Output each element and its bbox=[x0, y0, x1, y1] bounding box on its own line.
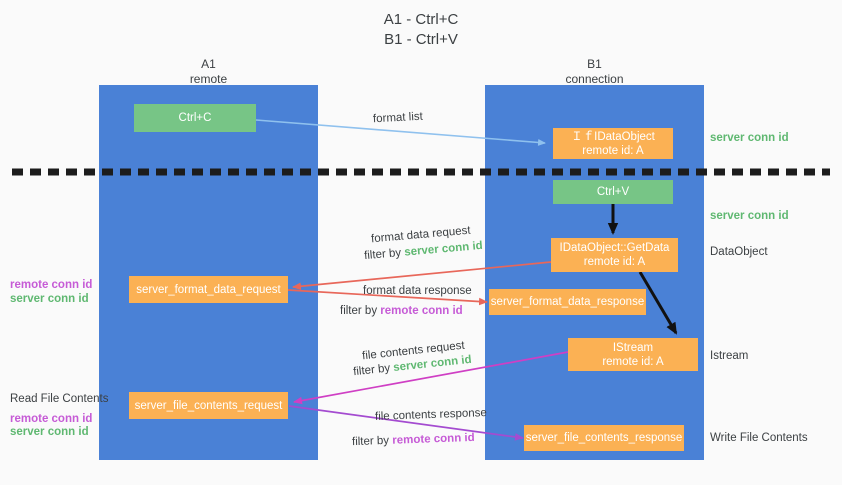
label-right-write-file-contents: Write File Contents bbox=[710, 432, 808, 444]
box-server-format-data-request[interactable]: server_format_data_request bbox=[129, 276, 288, 303]
arrow-getdata-to-istream bbox=[638, 271, 678, 335]
label-left-read-file-contents: Read File Contents bbox=[10, 393, 109, 405]
title-line-1: A1 - Ctrl+C bbox=[383, 11, 459, 28]
remote-conn-id-token-1: remote conn id bbox=[380, 305, 463, 317]
column-header-b1: B1 connection bbox=[485, 57, 704, 87]
label-right-dataobject: DataObject bbox=[710, 246, 768, 258]
label-right-server-conn-id-mid: server conn id bbox=[710, 210, 789, 222]
label-right-server-conn-id-top: server conn id bbox=[710, 132, 789, 144]
filter-by-label-3: filter by bbox=[352, 362, 391, 379]
box-server-file-contents-request[interactable]: server_file_contents_request bbox=[129, 392, 288, 419]
label-left-server-conn-id-1: server conn id bbox=[10, 293, 89, 305]
box-idataobject-getdata[interactable]: IDataObject::GetData remote id: A bbox=[551, 238, 678, 272]
arrow-file-contents-request bbox=[293, 351, 569, 405]
diagram-title: A1 - Ctrl+C B1 - Ctrl+V bbox=[0, 10, 842, 50]
box-ctrl-c[interactable]: Ctrl+C bbox=[134, 104, 256, 132]
box-ctrl-v[interactable]: Ctrl+V bbox=[553, 180, 673, 204]
column-a1-sub: remote bbox=[189, 72, 228, 86]
box-idataobject[interactable]: ＩｆIDataObject remote id: A bbox=[553, 128, 673, 159]
filter-by-label-2: filter by bbox=[340, 305, 378, 317]
arrow-file-contents-response bbox=[288, 405, 524, 441]
column-a1-name: A1 bbox=[201, 57, 216, 71]
arrow-format-data-request bbox=[292, 261, 552, 291]
filter-by-label-1: filter by bbox=[363, 246, 402, 263]
edge-label-format-list: format list bbox=[372, 110, 424, 126]
remote-conn-id-token-2: remote conn id bbox=[392, 431, 475, 447]
arrow-format-data-response bbox=[287, 289, 488, 306]
edge-label-format-data-response-filter: filter by remote conn id bbox=[340, 304, 463, 319]
box-server-format-data-response[interactable]: server_format_data_response bbox=[489, 289, 646, 315]
column-header-a1: A1 remote bbox=[99, 57, 318, 87]
column-b1-sub: connection bbox=[565, 72, 624, 86]
label-left-remote-conn-id-2: remote conn id bbox=[10, 413, 93, 425]
filter-by-label-4: filter by bbox=[351, 434, 390, 449]
arrow-format-list bbox=[255, 119, 546, 146]
box-server-file-contents-response[interactable]: server_file_contents_response bbox=[524, 425, 684, 451]
edge-label-format-data-response: format data response bbox=[363, 285, 472, 297]
label-left-server-conn-id-2: server conn id bbox=[10, 426, 89, 438]
label-left-remote-conn-id-1: remote conn id bbox=[10, 279, 93, 291]
column-b1-name: B1 bbox=[587, 57, 602, 71]
box-istream[interactable]: IStream remote id: A bbox=[568, 338, 698, 371]
label-right-istream: Istream bbox=[710, 350, 749, 362]
title-line-2: B1 - Ctrl+V bbox=[384, 31, 458, 48]
